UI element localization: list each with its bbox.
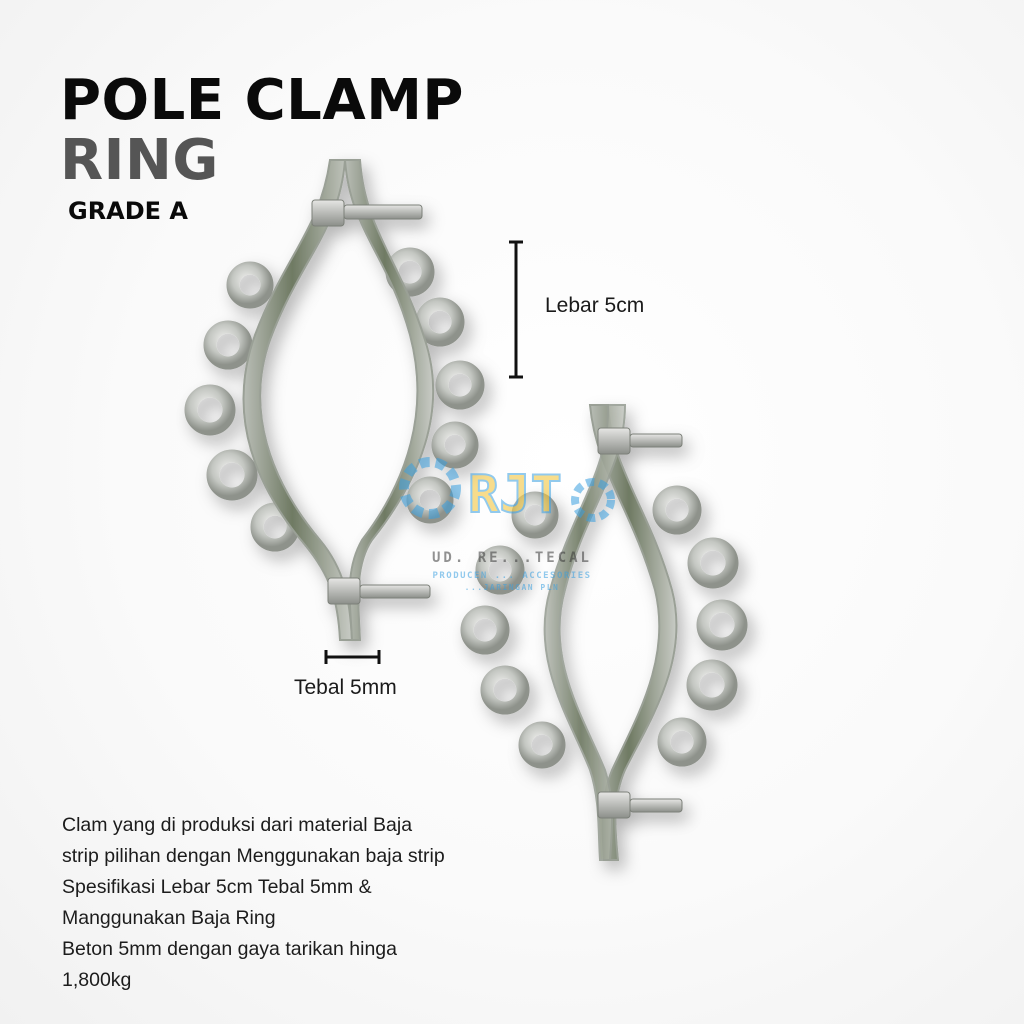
clamp-right (460, 404, 748, 861)
description-line: Spesifikasi Lebar 5cm Tebal 5mm & (62, 876, 372, 898)
title-line-2: RING (60, 128, 219, 193)
title-line-1: POLE CLAMP (60, 68, 464, 133)
thickness-label: Tebal 5mm (294, 676, 397, 699)
clamp-left-rings (184, 247, 485, 552)
description: Clam yang di produksi dari material Baja… (62, 810, 582, 996)
watermark-logo: RJT UD. RE...TECAL PRODUCEN ... ACCESORI… (399, 457, 615, 592)
clamp-right-rings (460, 485, 748, 769)
thickness-dimension-marker (324, 650, 381, 664)
description-line: 1,800kg (62, 969, 132, 991)
description-line: Beton 5mm dengan gaya tarikan hinga (62, 938, 397, 960)
watermark-logo-text: RJT (468, 465, 562, 525)
grade-label: GRADE A (68, 197, 188, 225)
watermark-tagline: ...JARINGAN PLN (465, 583, 560, 592)
width-label: Lebar 5cm (545, 294, 645, 317)
clamp-left (184, 159, 485, 641)
width-dimension-marker (509, 240, 523, 379)
description-line: strip pilihan dengan Menggunakan baja st… (62, 845, 445, 867)
description-line: Clam yang di produksi dari material Baja (62, 814, 413, 836)
description-line: Manggunakan Baja Ring (62, 907, 276, 929)
watermark-tagline: PRODUCEN ... ACCESORIES (432, 571, 591, 581)
watermark-company: UD. RE...TECAL (432, 550, 592, 566)
